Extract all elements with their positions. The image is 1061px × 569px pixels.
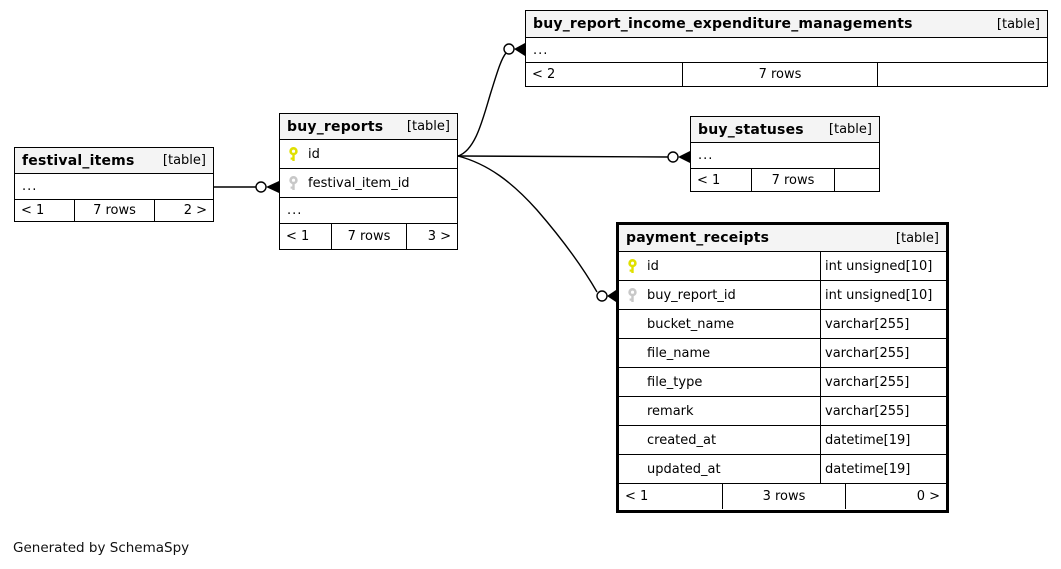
table-title: buy_statuses xyxy=(698,121,804,138)
column-row-id[interactable]: id int unsigned[10] xyxy=(619,252,946,281)
column-row-bucket-name[interactable]: bucket_name varchar[255] xyxy=(619,310,946,339)
table-footer: < 2 7 rows xyxy=(526,63,1047,86)
foreign-key-icon xyxy=(628,287,637,302)
row-count: 7 rows xyxy=(332,224,407,249)
parents-count: < 2 xyxy=(526,63,683,86)
table-payment-receipts[interactable]: payment_receipts [table] id int unsigned… xyxy=(616,222,949,513)
column-name: bucket_name xyxy=(647,316,735,332)
table-title: buy_report_income_expenditure_management… xyxy=(533,16,913,32)
column-type: varchar[255] xyxy=(820,368,946,396)
row-count: 7 rows xyxy=(683,63,878,86)
table-buy-report-income-expenditure-managements[interactable]: buy_report_income_expenditure_management… xyxy=(525,10,1048,87)
column-row-id[interactable]: id xyxy=(280,140,457,169)
children-count xyxy=(835,169,879,191)
table-festival-items[interactable]: festival_items [table] ... < 1 7 rows 2 … xyxy=(14,147,214,222)
primary-key-icon xyxy=(628,258,637,273)
hidden-columns-row[interactable]: ... xyxy=(15,174,213,200)
table-footer: < 1 7 rows xyxy=(691,169,879,191)
foreign-key-icon xyxy=(289,175,298,190)
table-buy-reports[interactable]: buy_reports [table] id festival_item_id … xyxy=(279,113,458,250)
column-type: varchar[255] xyxy=(820,310,946,338)
children-count: 0 > xyxy=(916,489,940,504)
table-badge: [table] xyxy=(828,122,872,137)
column-row-remark[interactable]: remark varchar[255] xyxy=(619,397,946,426)
table-title: buy_reports xyxy=(287,118,384,135)
column-type: int unsigned[10] xyxy=(820,281,946,309)
column-name: created_at xyxy=(647,432,717,448)
column-name: id xyxy=(308,146,320,162)
column-name: buy_report_id xyxy=(647,287,736,303)
relationship-festival-items-buy-reports[interactable] xyxy=(214,181,279,193)
children-count: 3 > xyxy=(427,229,451,244)
children-count: 2 > xyxy=(183,203,207,218)
hidden-columns-row[interactable]: ... xyxy=(691,143,879,169)
table-footer: < 1 7 rows 3 > xyxy=(280,224,457,249)
generator-note: Generated by SchemaSpy xyxy=(13,540,190,556)
column-type: datetime[19] xyxy=(820,455,946,483)
column-row-created-at[interactable]: created_at datetime[19] xyxy=(619,426,946,455)
table-badge: [table] xyxy=(895,230,939,246)
column-name: remark xyxy=(647,403,694,419)
table-badge: [table] xyxy=(162,153,206,168)
row-count: 7 rows xyxy=(752,169,835,191)
row-count: 3 rows xyxy=(723,484,846,509)
primary-key-icon xyxy=(289,146,298,161)
column-name: updated_at xyxy=(647,461,721,477)
column-name: file_type xyxy=(647,374,703,390)
column-row-file-type[interactable]: file_type varchar[255] xyxy=(619,368,946,397)
hidden-columns-row[interactable]: ... xyxy=(526,38,1047,63)
parents-count: < 1 xyxy=(280,224,332,249)
table-footer: < 1 3 rows 0 > xyxy=(619,484,946,509)
table-buy-statuses[interactable]: buy_statuses [table] ... < 1 7 rows xyxy=(690,116,880,192)
table-footer: < 1 7 rows 2 > xyxy=(15,200,213,221)
column-type: varchar[255] xyxy=(820,339,946,367)
column-name: festival_item_id xyxy=(308,175,410,191)
column-type: datetime[19] xyxy=(820,426,946,454)
relationship-buy-reports-payment-receipts[interactable] xyxy=(457,155,616,302)
row-count: 7 rows xyxy=(75,200,155,221)
parents-count: < 1 xyxy=(15,200,75,221)
column-name: id xyxy=(647,258,659,274)
parents-count: < 1 xyxy=(619,484,723,509)
column-type: int unsigned[10] xyxy=(820,252,946,280)
table-title: payment_receipts xyxy=(626,230,770,246)
hidden-columns-row[interactable]: ... xyxy=(280,198,457,224)
column-row-updated-at[interactable]: updated_at datetime[19] xyxy=(619,455,946,484)
column-row-festival-item-id[interactable]: festival_item_id xyxy=(280,169,457,198)
table-badge: [table] xyxy=(996,16,1040,32)
relationship-buy-reports-buy-statuses[interactable] xyxy=(457,151,690,163)
children-count xyxy=(878,63,1047,86)
table-title: festival_items xyxy=(22,152,135,169)
relationship-buy-reports-birem[interactable] xyxy=(457,43,525,157)
column-type: varchar[255] xyxy=(820,397,946,425)
column-row-buy-report-id[interactable]: buy_report_id int unsigned[10] xyxy=(619,281,946,310)
parents-count: < 1 xyxy=(691,169,752,191)
column-name: file_name xyxy=(647,345,711,361)
table-badge: [table] xyxy=(406,119,450,134)
column-row-file-name[interactable]: file_name varchar[255] xyxy=(619,339,946,368)
